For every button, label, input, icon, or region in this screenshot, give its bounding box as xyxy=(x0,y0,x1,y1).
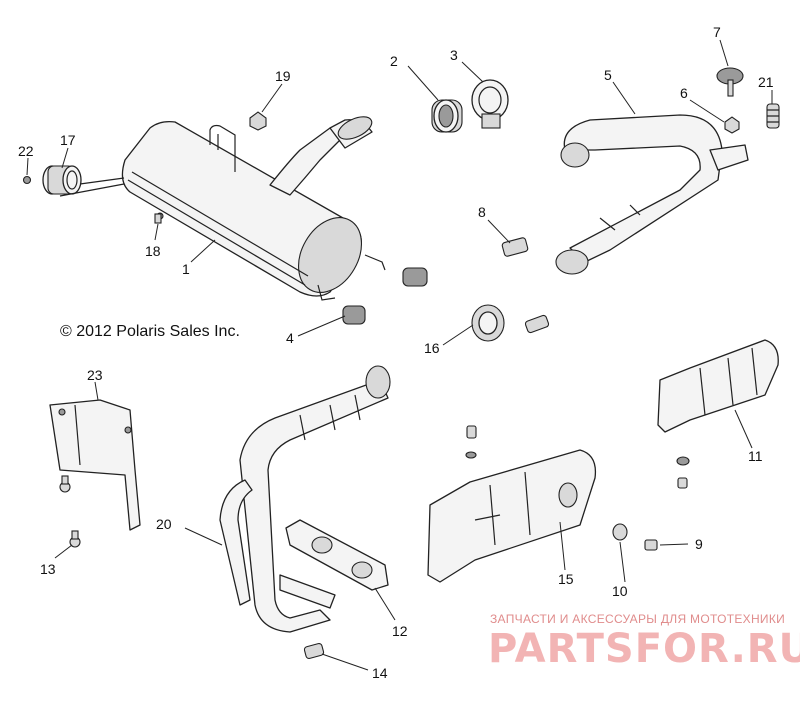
washer[interactable] xyxy=(676,456,690,489)
part-3-clamp[interactable] xyxy=(471,79,509,129)
part-9-bolt[interactable] xyxy=(644,539,658,551)
callout-6: 6 xyxy=(680,85,688,101)
bolt[interactable] xyxy=(465,425,477,459)
callout-3: 3 xyxy=(450,47,458,63)
callout-12: 12 xyxy=(392,623,408,639)
part-6-nut[interactable] xyxy=(724,116,740,134)
callout-2: 2 xyxy=(390,53,398,69)
callout-16: 16 xyxy=(424,340,440,356)
part-23-bracket[interactable] xyxy=(49,399,141,531)
part-20-head-pipe[interactable] xyxy=(219,365,391,633)
callout-1: 1 xyxy=(182,261,190,277)
callout-4: 4 xyxy=(286,330,294,346)
watermark-tagline: ЗАПЧАСТИ И АКСЕССУАРЫ ДЛЯ МОТОТЕХНИКИ xyxy=(490,612,786,626)
part-2-seal-ring[interactable] xyxy=(431,99,463,133)
part-5-head-pipe[interactable] xyxy=(555,114,749,275)
callout-9: 9 xyxy=(695,536,703,552)
callout-11: 11 xyxy=(748,448,763,464)
part-11-heat-shield[interactable] xyxy=(657,339,779,433)
part-15-heat-shield[interactable] xyxy=(427,449,597,583)
part-14-bolt[interactable] xyxy=(303,642,325,660)
callout-20: 20 xyxy=(156,516,172,532)
part-12-gasket[interactable] xyxy=(285,519,389,591)
callout-19: 19 xyxy=(275,68,291,84)
callout-18: 18 xyxy=(145,243,161,259)
rubber-mount[interactable] xyxy=(342,267,428,325)
callout-17: 17 xyxy=(60,132,76,148)
callout-21: 21 xyxy=(758,74,774,90)
callout-15: 15 xyxy=(558,571,574,587)
callout-22: 22 xyxy=(18,143,34,159)
callout-23: 23 xyxy=(87,367,103,383)
callout-14: 14 xyxy=(372,665,388,681)
callout-8: 8 xyxy=(478,204,486,220)
spring[interactable] xyxy=(524,314,550,334)
leader-lines xyxy=(26,39,773,671)
copyright-text: © 2012 Polaris Sales Inc. xyxy=(60,323,240,340)
part-8-spring[interactable] xyxy=(501,237,529,257)
part-17-coupler[interactable] xyxy=(42,165,125,197)
part-16-gasket[interactable] xyxy=(471,304,505,342)
part-13-bolt[interactable] xyxy=(59,475,81,548)
watermark-logo: PARTSFOR.RU xyxy=(488,626,800,672)
part-18-bolt[interactable] xyxy=(154,213,162,224)
part-21-spring[interactable] xyxy=(766,103,780,129)
callout-5: 5 xyxy=(604,67,612,83)
callout-7: 7 xyxy=(713,24,721,40)
part-19-nut[interactable] xyxy=(249,111,267,131)
part-1-muffler[interactable] xyxy=(121,112,386,303)
part-7-grommet[interactable] xyxy=(716,67,744,97)
callout-labels: 1 2 3 4 5 6 7 8 9 10 11 12 13 14 15 16 1… xyxy=(18,24,774,681)
part-22-nut[interactable] xyxy=(22,175,32,185)
part-10-washer[interactable] xyxy=(612,523,628,541)
callout-10: 10 xyxy=(612,583,628,599)
callout-13: 13 xyxy=(40,561,56,577)
